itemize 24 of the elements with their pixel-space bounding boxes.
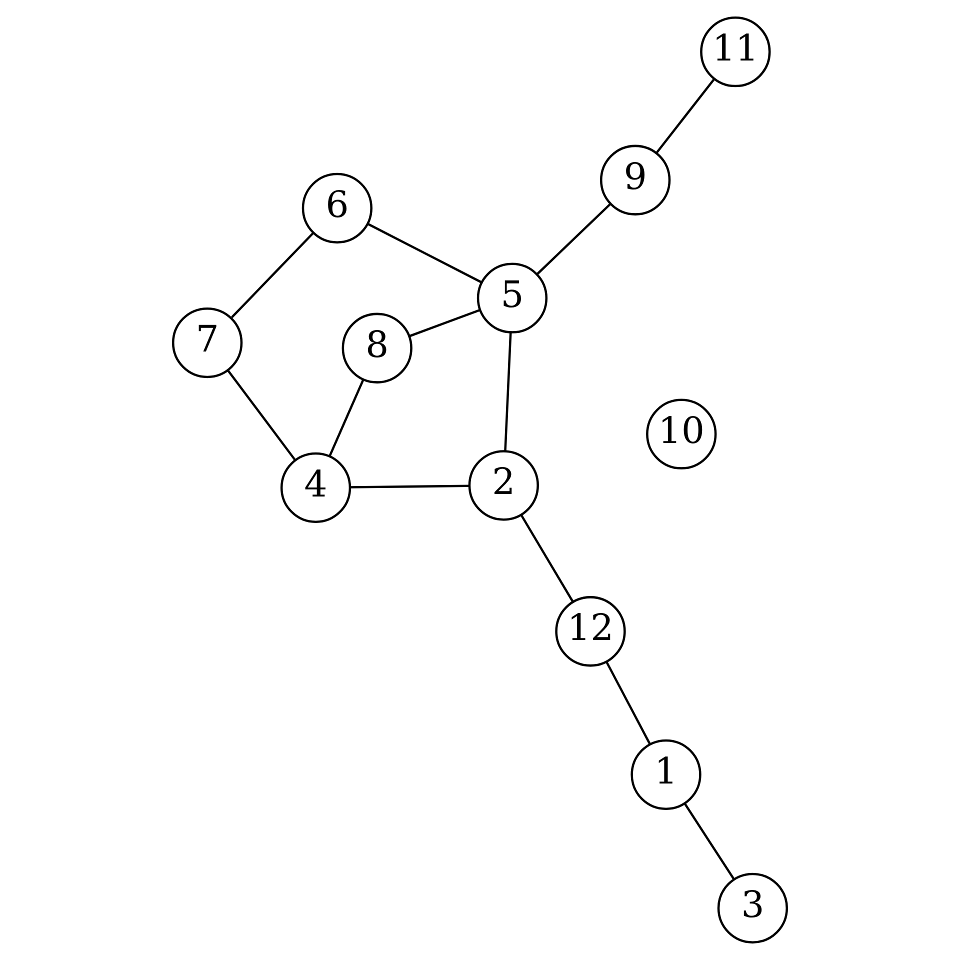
node-circle: 1 — [630, 739, 702, 810]
node-circle: 8 — [342, 312, 412, 384]
node-circle: 3 — [717, 872, 788, 944]
node-circle: 11 — [700, 16, 771, 88]
connector — [536, 203, 612, 276]
connector — [684, 803, 735, 880]
connector — [367, 222, 482, 284]
node-circle: 7 — [172, 307, 243, 378]
connector — [504, 332, 512, 451]
connector — [231, 232, 314, 318]
connector — [656, 78, 716, 154]
node-circle: 9 — [600, 144, 671, 216]
node-circle: 10 — [646, 398, 717, 470]
node-circle: 2 — [468, 450, 539, 521]
connector — [227, 370, 296, 460]
connector — [605, 661, 652, 745]
node-circle: 5 — [476, 262, 548, 334]
connector — [520, 514, 574, 602]
node-circle: 4 — [280, 452, 352, 524]
connector — [350, 484, 470, 488]
node-circle: 12 — [555, 596, 626, 667]
node-circle: 6 — [302, 172, 372, 244]
connector — [328, 379, 364, 457]
connector — [409, 309, 480, 338]
